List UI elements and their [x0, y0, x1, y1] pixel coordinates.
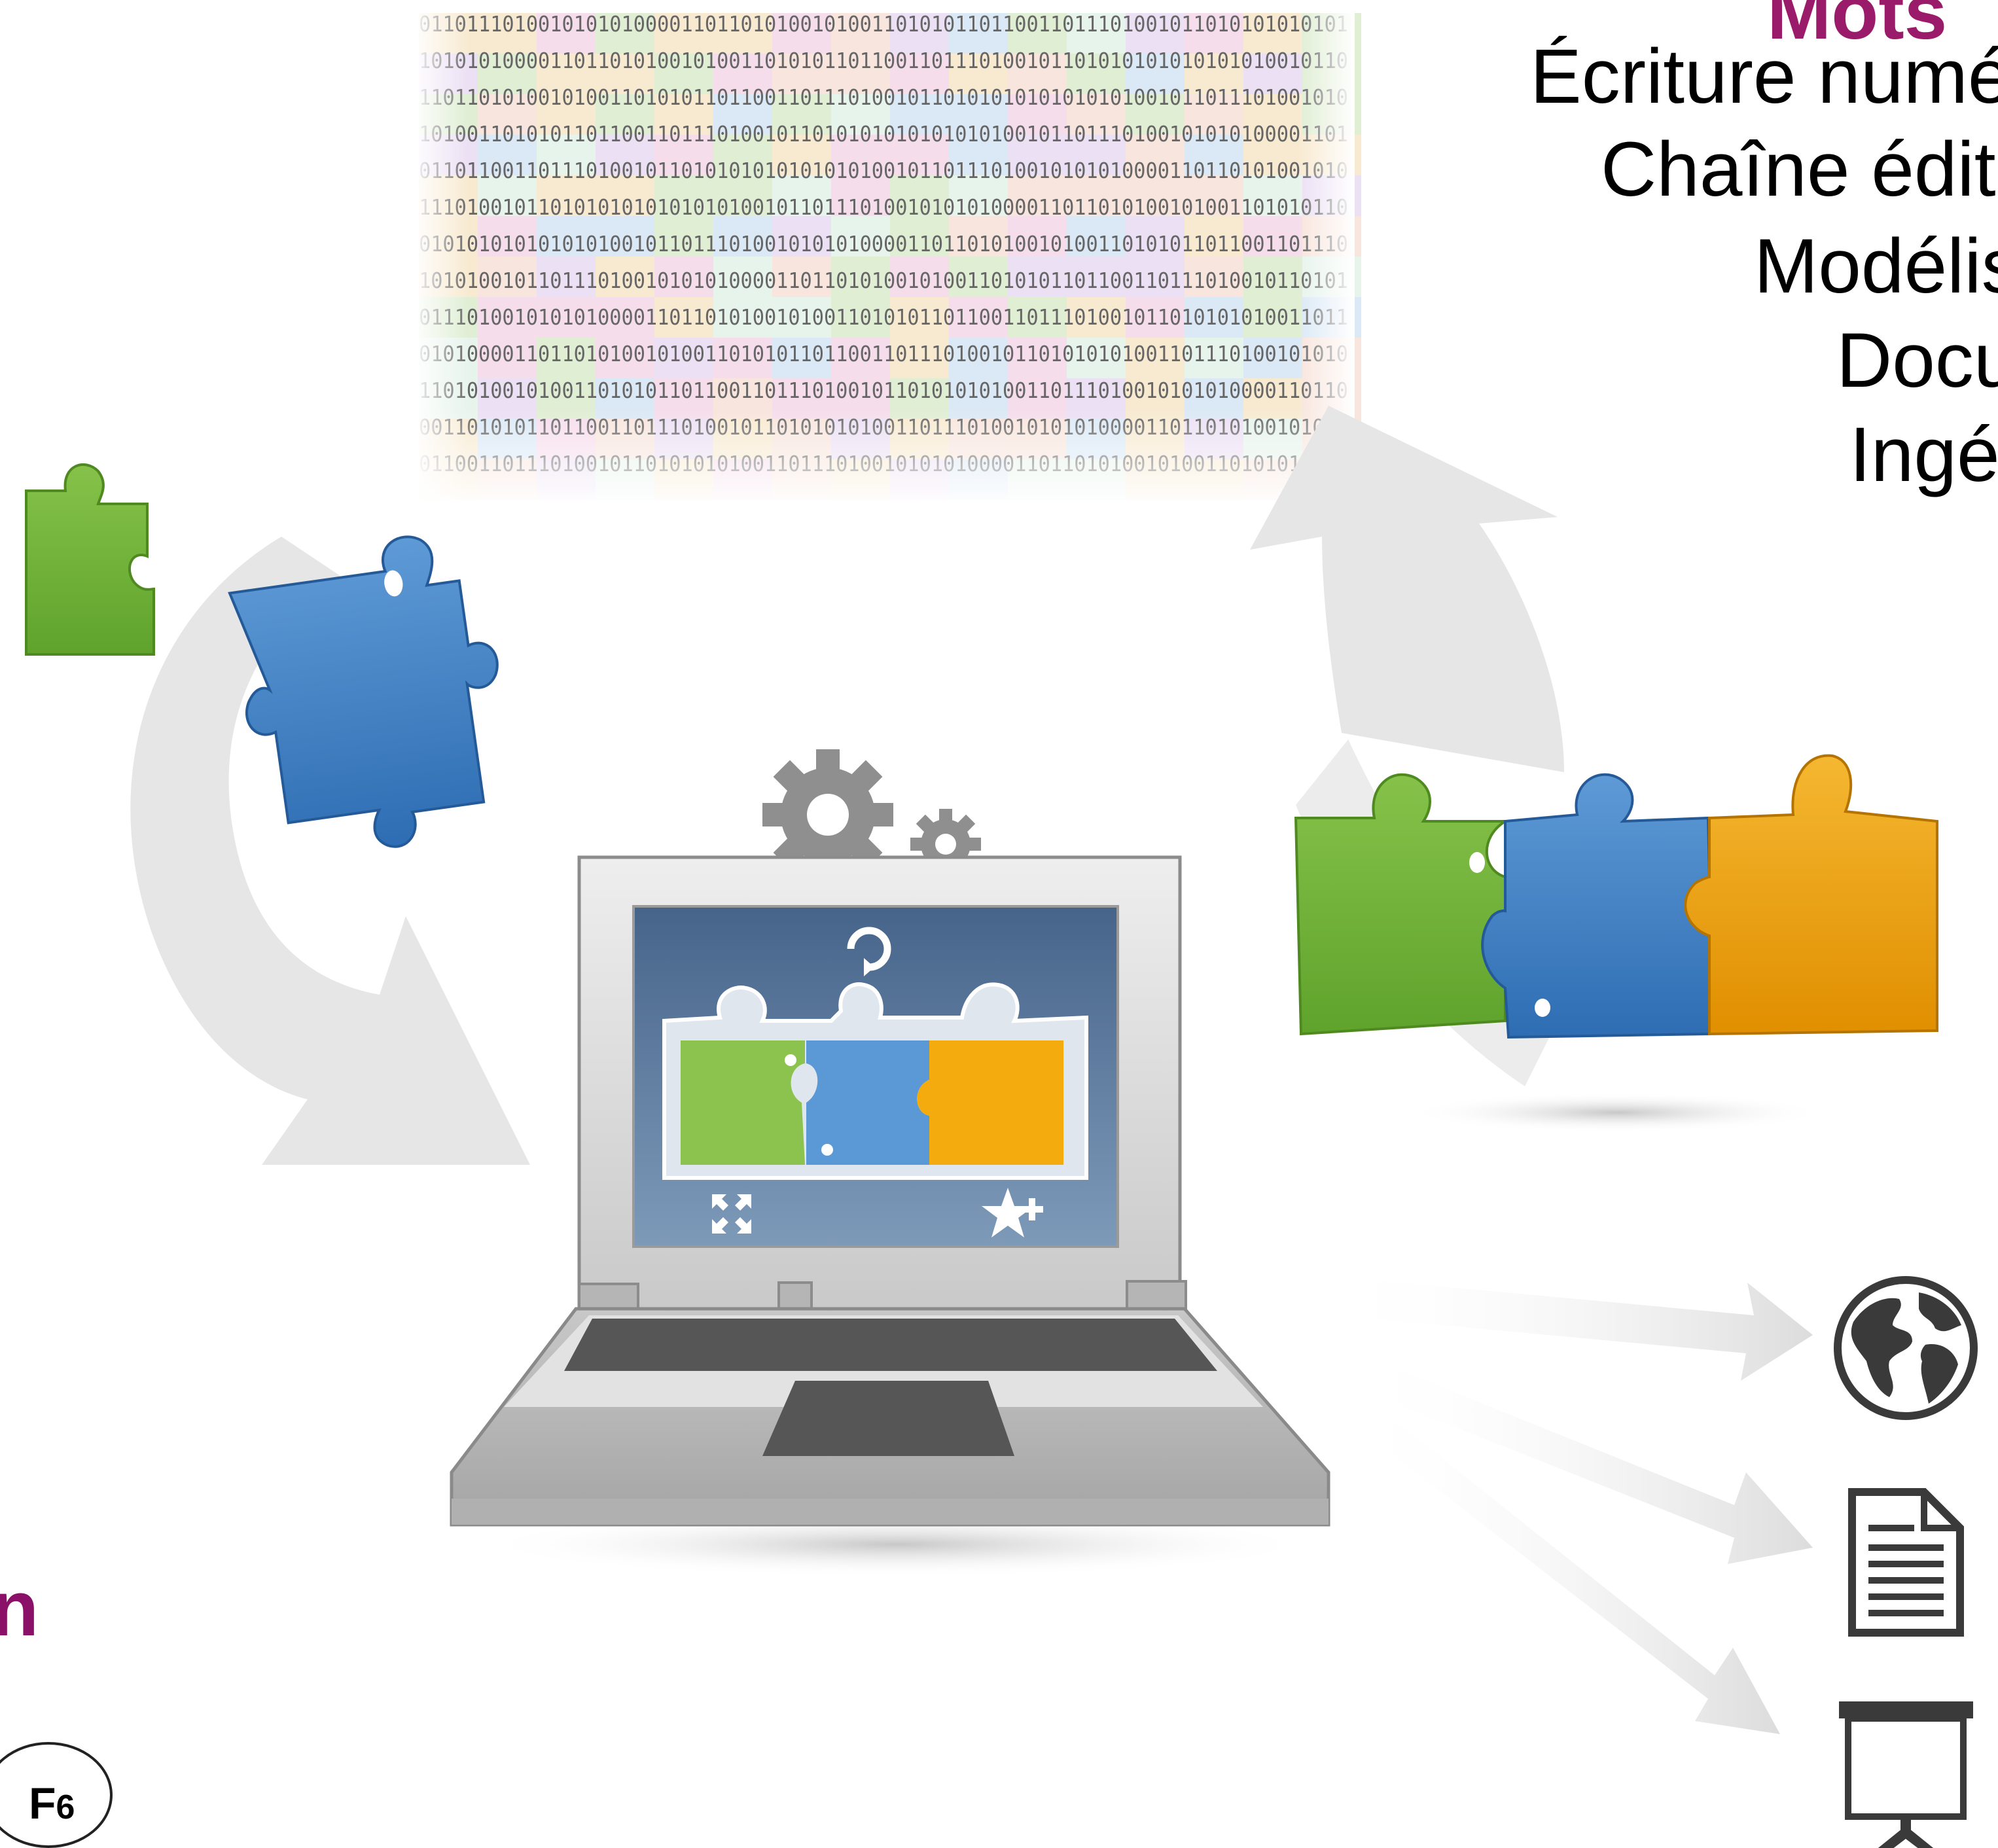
f6-label: F6	[29, 1779, 75, 1828]
document-icon	[1848, 1488, 1964, 1637]
star-add-icon	[982, 1188, 1043, 1237]
globe-icon	[1834, 1276, 1978, 1420]
puzzle-piece-blue-loose	[228, 535, 499, 848]
keyword-documentation: Docu	[1836, 317, 1998, 404]
fullscreen-icon	[712, 1194, 751, 1234]
keyword-chaine: Chaîne édit	[1601, 126, 1996, 213]
keyword-ecriture: Écriture numé	[1530, 33, 1998, 120]
projector-screen-icon	[1839, 1701, 1973, 1848]
output-arrows	[1329, 1276, 1813, 1734]
puzzle-strip-assembled	[1294, 754, 1938, 1132]
screen-puzzle	[662, 982, 1088, 1180]
refresh-icon	[847, 927, 891, 976]
binary-mosaic: 0110111010010101010000110110101001010011…	[412, 0, 1361, 510]
keyword-ingenierie: Ingé	[1849, 412, 1998, 498]
laptop	[450, 855, 1330, 1577]
puzzle-piece-green-loose	[25, 463, 155, 656]
input-arrow	[130, 537, 530, 1165]
slide-title-fragment: Mots	[1767, 0, 1948, 56]
keyword-modelisation: Modélis	[1754, 223, 1998, 310]
f6-badge[interactable]	[0, 1742, 113, 1848]
left-text-fragment: n	[0, 1565, 39, 1652]
